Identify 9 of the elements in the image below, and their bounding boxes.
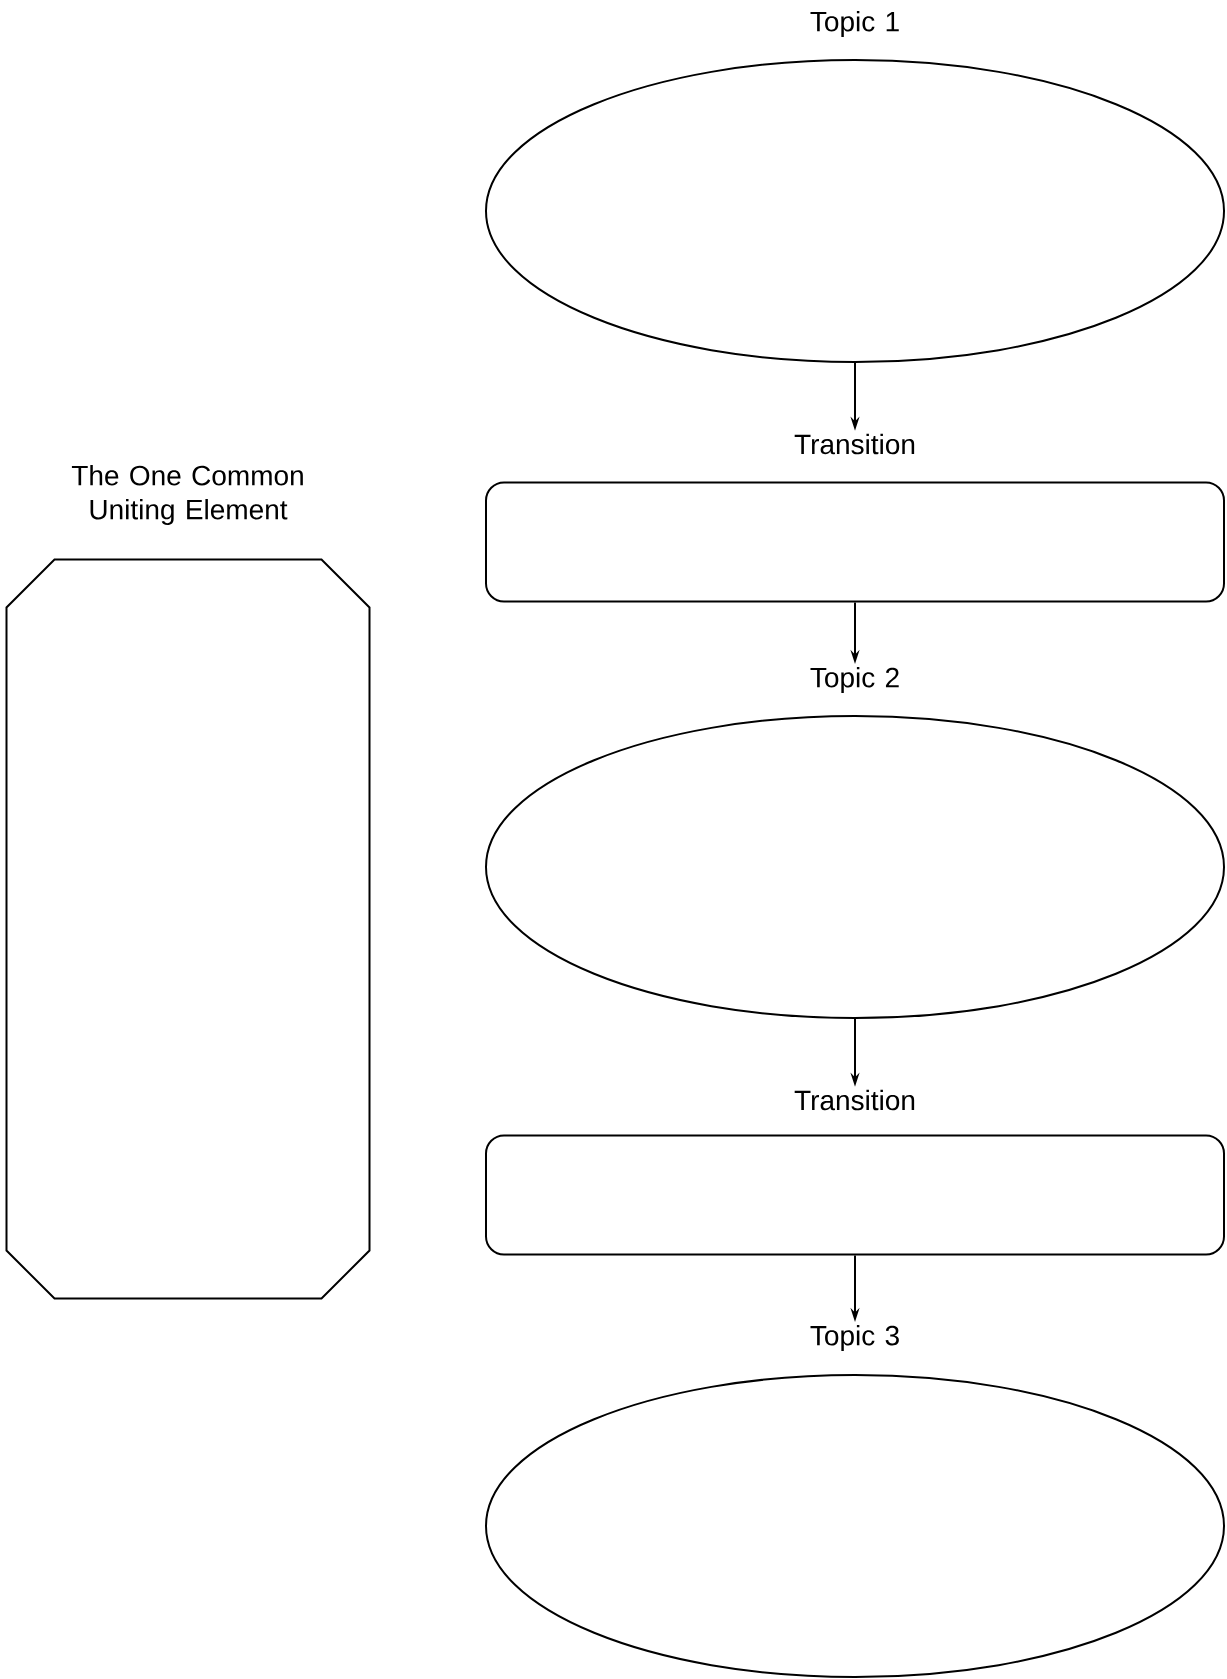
node-label: Topic 2	[810, 666, 899, 694]
node-label: Transition	[794, 433, 915, 455]
node-label: Topic 1	[810, 10, 899, 38]
node-label: Transition	[794, 1089, 915, 1111]
transition-box: Transition	[485, 1089, 1225, 1256]
node-label: Topic 3	[810, 1324, 899, 1352]
octagon-box: The One Common Uniting Element	[5, 464, 371, 1300]
transition-box: Transition	[485, 433, 1225, 603]
node-label: The One Common Uniting Element	[71, 464, 303, 526]
